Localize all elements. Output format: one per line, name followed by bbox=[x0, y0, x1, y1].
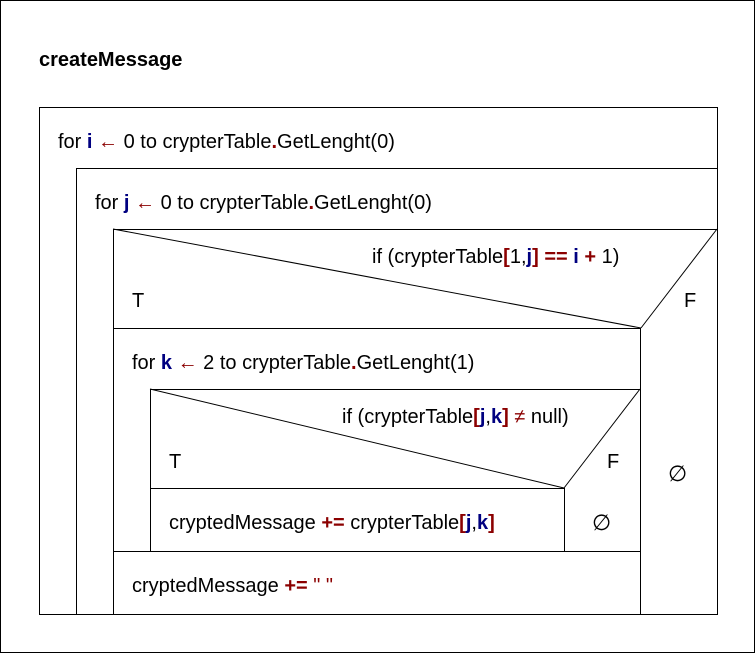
loop-j-keyword: for bbox=[95, 192, 119, 214]
if-inner-idx1: j bbox=[479, 406, 486, 428]
stmt-append-rbracket: ] bbox=[488, 512, 495, 534]
stmt-space: cryptedMessage += " " bbox=[132, 574, 333, 598]
assign-arrow-icon: ← bbox=[98, 131, 119, 153]
loop-k-call: GetLenght(1) bbox=[356, 352, 475, 374]
loop-i-call: GetLenght(0) bbox=[277, 131, 395, 153]
loop-j-range: 0 to crypterTable bbox=[160, 192, 309, 214]
if-outer-idx1: 1 bbox=[509, 246, 521, 268]
assign-arrow-icon: ← bbox=[177, 352, 198, 374]
stmt-append-comma: , bbox=[471, 512, 477, 534]
if-inner-lbracket: [ bbox=[473, 406, 480, 428]
if-inner-rbracket: ] bbox=[502, 406, 509, 428]
loop-i-dot: . bbox=[271, 131, 278, 153]
loop-i-range: 0 to crypterTable bbox=[123, 131, 272, 153]
if-inner-comma: , bbox=[485, 406, 491, 428]
if-inner-condition: if (crypterTable[j,k] ≠ null) bbox=[342, 405, 569, 429]
if-inner-idx2: k bbox=[490, 406, 503, 428]
loop-j-var: j bbox=[123, 192, 130, 214]
loop-k-var: k bbox=[160, 352, 173, 374]
loop-k-header: for k ← 2 to crypterTable.GetLenght(1) bbox=[132, 351, 474, 375]
stmt-space-cell bbox=[113, 551, 641, 615]
loop-i-header: for i ← 0 to crypterTable.GetLenght(0) bbox=[58, 130, 395, 154]
if-outer-rbracket: ] bbox=[532, 246, 539, 268]
if-inner-prefix: if (crypterTable bbox=[342, 406, 474, 428]
stmt-space-target: cryptedMessage bbox=[132, 575, 279, 597]
loop-j-header: for j ← 0 to crypterTable.GetLenght(0) bbox=[95, 191, 432, 215]
loop-j-call: GetLenght(0) bbox=[314, 192, 432, 214]
diagram-title: createMessage bbox=[39, 49, 183, 71]
loop-k-range: 2 to crypterTable bbox=[203, 352, 352, 374]
if-outer-false-label: F bbox=[684, 290, 697, 312]
if-inner-diagonal-left bbox=[149, 388, 565, 489]
loop-k-keyword: for bbox=[132, 352, 156, 374]
if-outer-rhs-var: i bbox=[573, 246, 579, 268]
if-inner-neq: ≠ bbox=[514, 406, 526, 428]
stmt-append: cryptedMessage += crypterTable[j,k] bbox=[169, 511, 495, 535]
loop-j-dot: . bbox=[308, 192, 315, 214]
if-outer-rhs-num: 1) bbox=[601, 246, 620, 268]
stmt-append-op: += bbox=[321, 512, 345, 534]
if-inner-false-label: F bbox=[607, 451, 620, 473]
if-outer-eq: == bbox=[544, 246, 568, 268]
stmt-append-src: crypterTable bbox=[350, 512, 460, 534]
if-outer-idx2: j bbox=[526, 246, 533, 268]
if-outer-comma: , bbox=[520, 246, 527, 268]
stmt-append-target: cryptedMessage bbox=[169, 512, 316, 534]
if-outer-plus: + bbox=[584, 246, 597, 268]
loop-i-keyword: for bbox=[58, 131, 82, 153]
stmt-append-lbracket: [ bbox=[459, 512, 466, 534]
if-outer-prefix: if (crypterTable bbox=[372, 246, 504, 268]
if-inner-diagonal-right bbox=[563, 388, 641, 489]
if-outer-condition: if (crypterTable[1,j] == i + 1) bbox=[372, 245, 619, 269]
if-outer-lbracket: [ bbox=[503, 246, 510, 268]
empty-set-icon: ∅ bbox=[592, 510, 612, 535]
stmt-append-idx1: j bbox=[465, 512, 472, 534]
if-outer-true-label: T bbox=[132, 290, 145, 312]
stmt-space-op: += bbox=[284, 575, 308, 597]
if-outer-diagonal-right bbox=[640, 228, 718, 329]
loop-i-var: i bbox=[86, 131, 93, 153]
assign-arrow-icon: ← bbox=[135, 192, 156, 214]
stmt-space-literal: " " bbox=[313, 575, 333, 597]
stmt-append-idx2: k bbox=[476, 512, 489, 534]
if-outer-diagonal-left bbox=[112, 228, 642, 329]
empty-set-icon: ∅ bbox=[668, 461, 688, 486]
loop-k-dot: . bbox=[351, 352, 357, 374]
if-inner-true-label: T bbox=[169, 451, 182, 473]
if-inner-rhs: null) bbox=[530, 406, 569, 428]
